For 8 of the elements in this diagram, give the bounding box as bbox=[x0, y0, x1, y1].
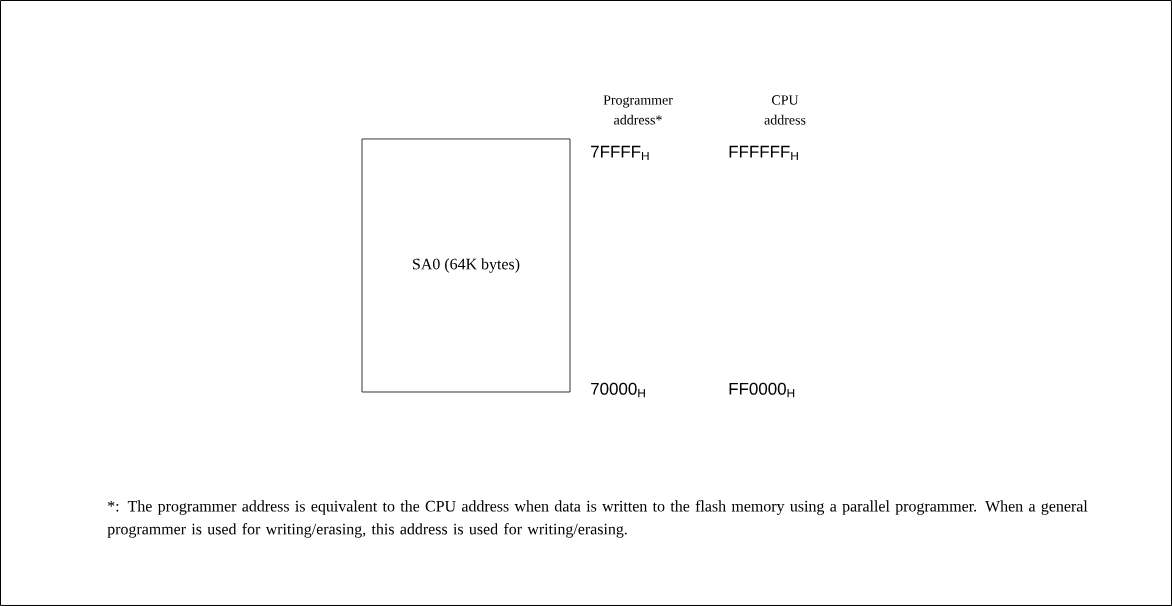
address-label: FF0000$_{H}$ bbox=[729, 382, 795, 398]
memory-block: SA0 (64K bytes) bbox=[361, 138, 571, 393]
column-heading: Programmer address* bbox=[603, 95, 673, 125]
address-label: 70000$_{H}$ bbox=[591, 382, 645, 398]
address-label: 7FFFF$_{H}$ bbox=[591, 145, 649, 161]
address-label: FFFFFF$_{H}$ bbox=[729, 145, 798, 161]
footnote: *: The programmer address is equivalent to the CPU address when data is written to the flash memory using a parallel programmer. When a general programmer is used for writing/erasing, this address is used for writing/erasing. bbox=[107, 500, 1088, 538]
column-heading: CPU address bbox=[764, 95, 806, 125]
